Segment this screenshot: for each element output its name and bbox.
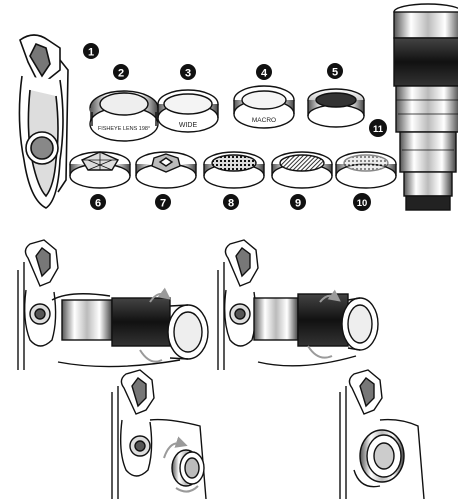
filter-part-9 bbox=[271, 151, 333, 189]
badge-5: 5 bbox=[327, 63, 343, 79]
part-number-badges: 1 2 3 4 5 6 7 8 9 10 11 bbox=[83, 43, 387, 211]
filter-part-7 bbox=[135, 151, 197, 189]
svg-text:8: 8 bbox=[228, 198, 234, 210]
svg-text:6: 6 bbox=[95, 198, 101, 210]
badge-4: 4 bbox=[256, 64, 272, 80]
badge-3: 3 bbox=[180, 64, 196, 80]
svg-text:9: 9 bbox=[295, 198, 301, 210]
badge-2: 2 bbox=[113, 64, 129, 80]
svg-text:11: 11 bbox=[373, 124, 384, 135]
svg-text:10: 10 bbox=[357, 198, 368, 209]
badge-8: 8 bbox=[223, 194, 239, 210]
badge-6: 6 bbox=[90, 194, 106, 210]
filter-part-8 bbox=[203, 151, 265, 189]
lens-part-5 bbox=[307, 88, 365, 128]
telephoto-part-11 bbox=[393, 3, 458, 211]
lens-part-3-wide: WIDE bbox=[157, 89, 219, 133]
badge-9: 9 bbox=[290, 194, 306, 210]
assembly-telephoto-left bbox=[17, 239, 209, 370]
badge-10: 10 bbox=[353, 193, 371, 211]
badge-7: 7 bbox=[155, 194, 171, 210]
svg-text:4: 4 bbox=[261, 68, 268, 80]
assembly-small-lens-right bbox=[339, 369, 425, 499]
badge-11: 11 bbox=[369, 119, 387, 137]
lens-label-wide: WIDE bbox=[179, 122, 198, 129]
lens-label-macro: MACRO bbox=[252, 117, 276, 124]
svg-text:2: 2 bbox=[118, 68, 124, 80]
assembly-telephoto-right bbox=[217, 239, 379, 370]
lens-part-4-macro: MACRO bbox=[233, 85, 295, 129]
svg-text:1: 1 bbox=[88, 47, 94, 59]
filter-part-6 bbox=[69, 151, 131, 189]
lens-part-2-fisheye: FISHEYE LENS 198° bbox=[89, 90, 159, 142]
filter-part-10 bbox=[335, 151, 397, 189]
svg-text:5: 5 bbox=[332, 67, 338, 79]
svg-text:3: 3 bbox=[185, 68, 191, 80]
lens-label-fisheye: FISHEYE LENS 198° bbox=[98, 126, 150, 132]
assembly-small-lens-left bbox=[111, 369, 207, 499]
svg-text:7: 7 bbox=[160, 198, 166, 210]
badge-1: 1 bbox=[83, 43, 99, 59]
clip-part-1 bbox=[18, 34, 69, 209]
